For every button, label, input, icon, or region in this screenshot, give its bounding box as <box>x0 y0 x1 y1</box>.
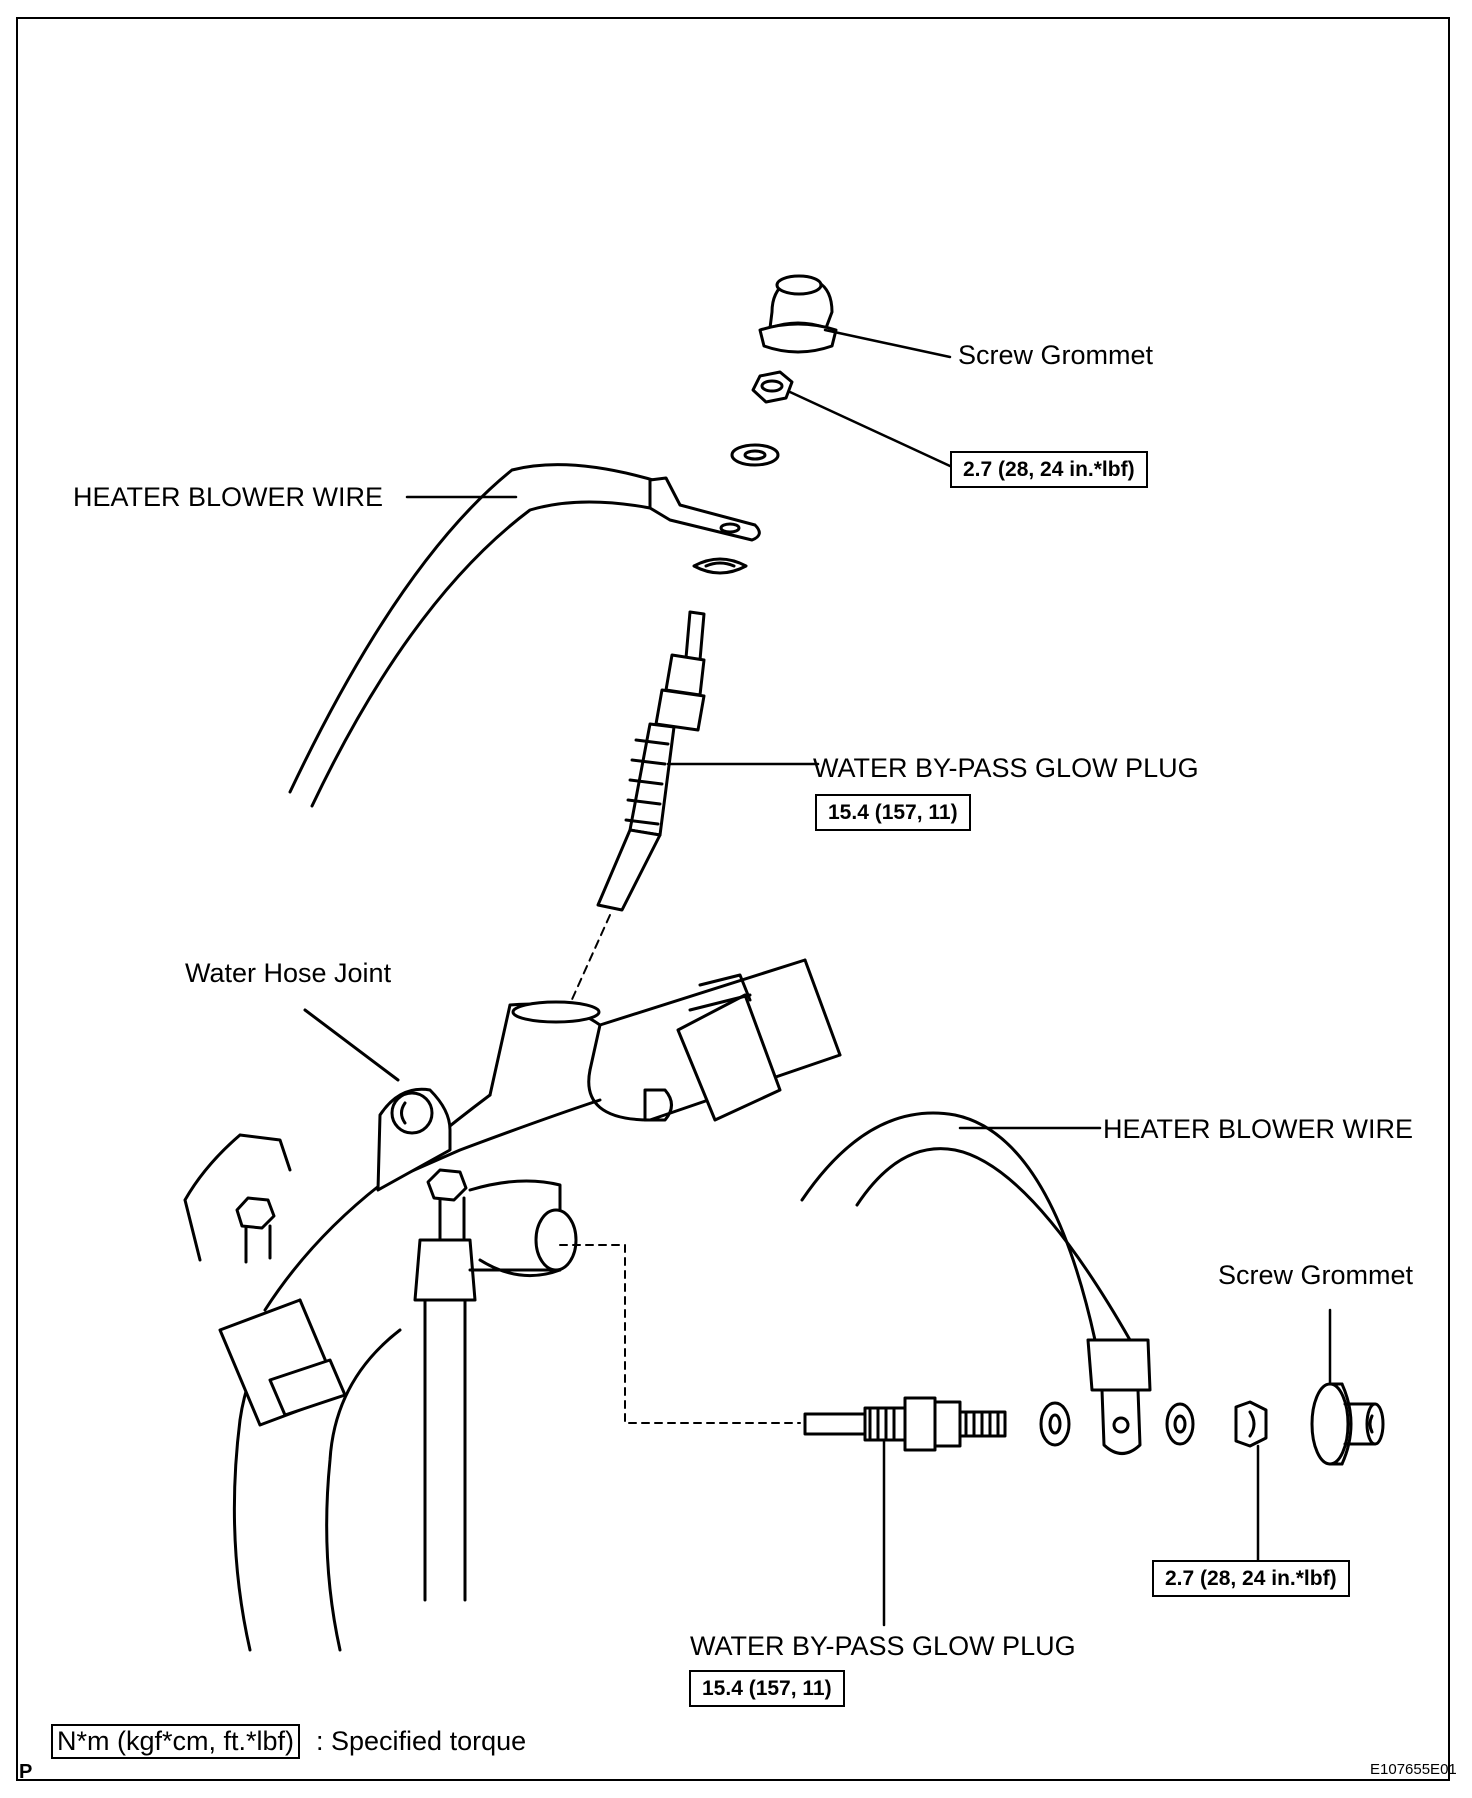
heater-blower-wire-bottom-part <box>800 1111 1152 1455</box>
nut-top-part <box>751 370 794 404</box>
heater-blower-wire-top-part <box>288 463 761 808</box>
legend-description: : Specified torque <box>316 1726 527 1756</box>
glow-plug-label-top: WATER BY-PASS GLOW PLUG <box>813 753 1199 783</box>
torque-box-nut-top: 2.7 (28, 24 in.*lbf) <box>950 451 1148 488</box>
figure-id: E107655E01 <box>1370 1761 1457 1778</box>
heater-blower-wire-label-top: HEATER BLOWER WIRE <box>73 482 384 512</box>
water-hose-joint-part <box>183 958 842 1652</box>
screw-grommet-label-top: Screw Grommet <box>958 340 1154 370</box>
torque-box-glow-top: 15.4 (157, 11) <box>815 794 971 831</box>
glow-plug-label-bottom: WATER BY-PASS GLOW PLUG <box>690 1631 1076 1661</box>
washer-top-part <box>730 443 780 467</box>
torque-box-glow-bottom: 15.4 (157, 11) <box>689 1670 845 1707</box>
glow-plug-bottom-part <box>803 1396 1007 1452</box>
screw-grommet-label-bottom: Screw Grommet <box>1218 1260 1414 1290</box>
diagram-frame <box>16 17 1450 1781</box>
water-hose-joint-label: Water Hose Joint <box>185 958 392 988</box>
screw-grommet-top-part <box>758 274 838 354</box>
leader-lines <box>405 328 1332 1627</box>
torque-box-nut-bottom: 2.7 (28, 24 in.*lbf) <box>1152 1560 1350 1597</box>
screw-grommet-bottom-part <box>1310 1382 1385 1466</box>
glow-plug-top-part <box>596 610 706 912</box>
heater-blower-wire-label-bottom: HEATER BLOWER WIRE <box>1103 1114 1414 1144</box>
lock-washer-bottom-part <box>1039 1401 1071 1447</box>
page-letter: P <box>19 1761 33 1783</box>
lock-washer-top-part <box>692 557 748 575</box>
nut-bottom-part <box>1234 1400 1268 1448</box>
legend-unit-box: N*m (kgf*cm, ft.*lbf) <box>51 1724 301 1759</box>
washer-bottom-part <box>1165 1402 1195 1446</box>
